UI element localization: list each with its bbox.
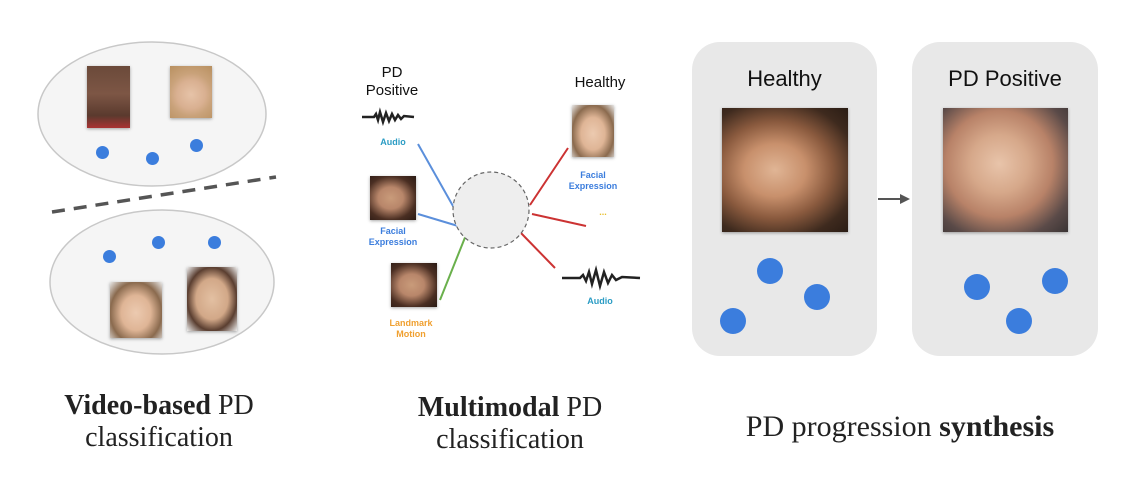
- connection-line: [529, 147, 569, 206]
- face-thumbnail: [572, 105, 614, 157]
- pd-positive-line2: Positive: [365, 82, 419, 99]
- landmark-line2: Motion: [396, 329, 426, 339]
- data-point-dot: [1006, 308, 1032, 334]
- modality-label-landmark: Landmark Motion: [378, 318, 444, 340]
- data-point-dot: [96, 146, 109, 159]
- pd-positive-label: PD Positive: [352, 64, 432, 100]
- connection-line: [417, 213, 459, 227]
- modality-label-facial: Facial Expression: [360, 226, 426, 248]
- connection-line: [439, 234, 467, 301]
- audio-waveform: [562, 265, 641, 291]
- healthy-card: Healthy: [692, 42, 877, 356]
- card-title: PD Positive: [948, 66, 1062, 91]
- face-thumbnail: [370, 176, 416, 220]
- panel2-caption: Multimodal PD classification: [350, 392, 670, 456]
- face-thumbnail: [187, 267, 237, 331]
- pd-positive-line1: PD: [381, 64, 403, 81]
- modality-label-facial: Facial Expression: [560, 170, 626, 192]
- facial-line2: Expression: [368, 237, 418, 247]
- panel1-caption: Video-based PD classification: [0, 390, 318, 454]
- landmark-line1: Landmark: [389, 318, 433, 328]
- caption-text: PD progression: [745, 410, 940, 443]
- panel2-caption-line1: Multimodal PD: [350, 392, 670, 424]
- data-point-dot: [804, 284, 830, 310]
- caption-text: PD: [210, 390, 254, 421]
- facial-line1: Facial: [580, 170, 606, 180]
- healthy-label: Healthy: [574, 74, 626, 91]
- face-thumbnail: [391, 263, 437, 307]
- data-point-dot: [757, 258, 783, 284]
- pd-positive-card: PD Positive: [912, 42, 1098, 356]
- caption-bold: synthesis: [939, 410, 1055, 443]
- panel3-caption: PD progression synthesis: [680, 410, 1120, 444]
- facial-line2: Expression: [568, 181, 618, 191]
- modality-label-audio: Audio: [380, 137, 406, 147]
- progression-arrow-head: [900, 194, 910, 204]
- panel1-caption-line1: Video-based PD: [0, 390, 318, 422]
- card-title: Healthy: [747, 66, 822, 91]
- data-point-dot: [152, 236, 165, 249]
- connection-line: [531, 213, 587, 227]
- data-point-dot: [208, 236, 221, 249]
- panel1-caption-line2: classification: [85, 422, 233, 453]
- facial-line1: Facial: [380, 226, 406, 236]
- data-point-dot: [190, 139, 203, 152]
- face-thumbnail: [110, 282, 162, 338]
- data-point-dot: [146, 152, 159, 165]
- data-point-dot: [103, 250, 116, 263]
- caption-bold: Video-based: [64, 390, 211, 421]
- caption-text: PD: [559, 392, 603, 423]
- caption-bold: Multimodal: [417, 392, 560, 423]
- audio-waveform: [362, 107, 415, 127]
- face-thumbnail: [943, 108, 1068, 232]
- face-thumbnail: [87, 66, 130, 128]
- data-point-dot: [1042, 268, 1068, 294]
- panel2-caption-line2: classification: [436, 424, 584, 455]
- face-thumbnail: [170, 66, 212, 118]
- data-point-dot: [964, 274, 990, 300]
- face-thumbnail: [722, 108, 848, 232]
- modality-label-ellipsis: ...: [599, 207, 607, 217]
- modality-label-audio: Audio: [587, 296, 613, 306]
- connection-line: [519, 231, 556, 269]
- decision-boundary-dashed: [51, 175, 277, 214]
- data-point-dot: [720, 308, 746, 334]
- fusion-node: [452, 171, 530, 249]
